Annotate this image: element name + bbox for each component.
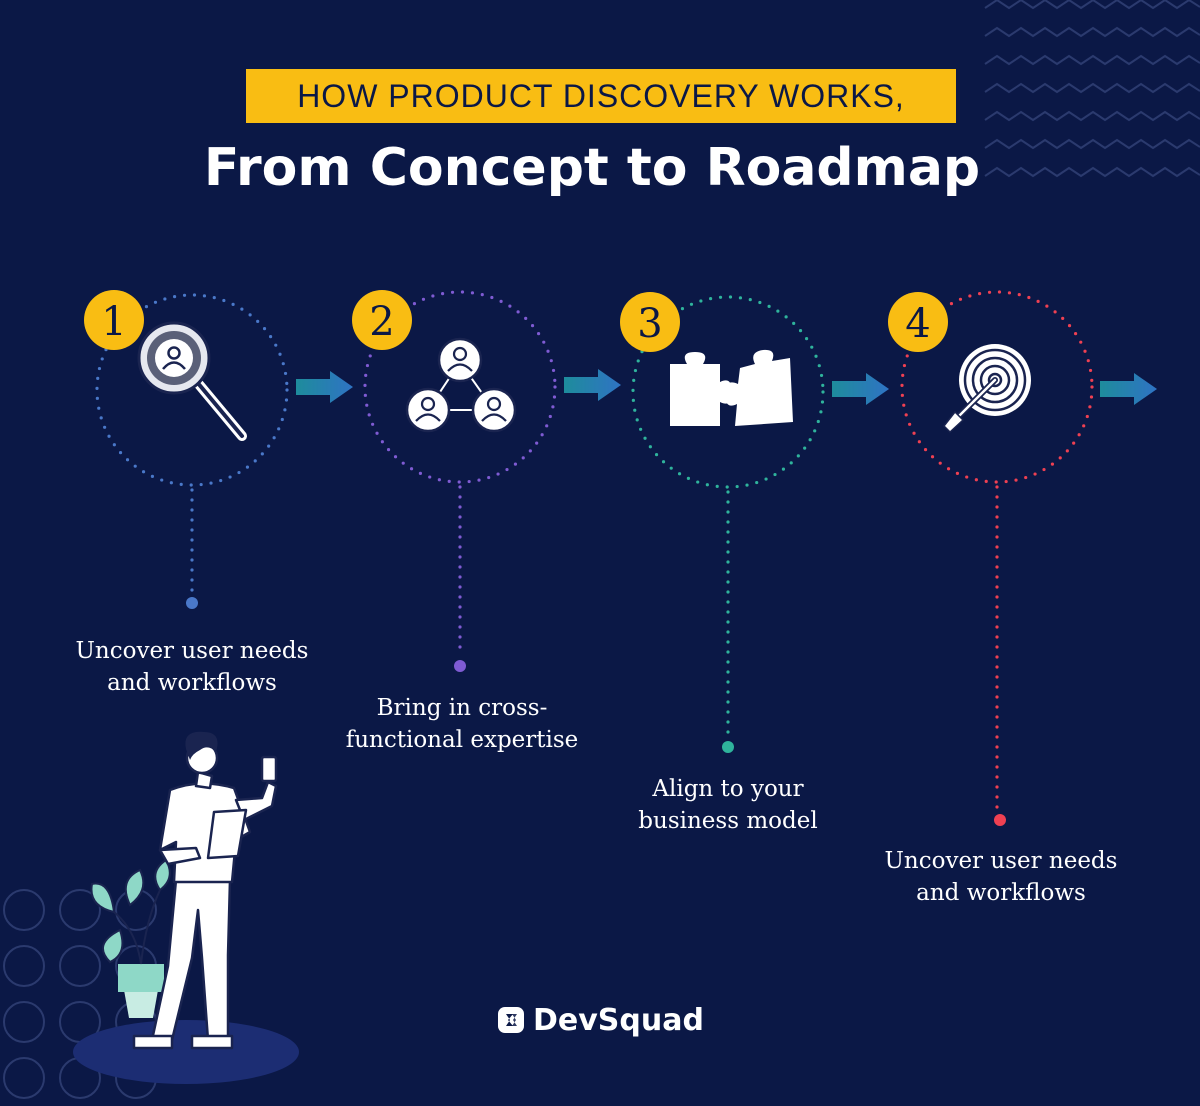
step-4-dotted-ring	[900, 290, 1094, 484]
badge-1	[84, 290, 144, 350]
step-4-label: Uncover user needs and workflows	[851, 845, 1151, 909]
step-1-label: Uncover user needs and workflows	[42, 635, 342, 699]
badge-4-number: 4	[905, 301, 930, 347]
team-network-icon	[405, 337, 517, 433]
page-title: From Concept to Roadmap	[203, 138, 981, 198]
arrow-2-icon	[564, 369, 621, 401]
step-1-label-line1: Uncover user needs	[75, 638, 309, 664]
person-hair	[185, 731, 218, 760]
step-2-endpoint	[454, 660, 466, 672]
step-3-label: Align to your business model	[578, 773, 878, 837]
badge-4	[888, 292, 948, 352]
person-illustration	[73, 731, 299, 1084]
step-2-label: Bring in cross- functional expertise	[312, 692, 612, 756]
person-figure	[132, 741, 278, 1050]
step-3-endpoint	[722, 741, 734, 753]
magnifier-user-icon	[137, 321, 247, 441]
step-4-graphic	[900, 290, 1094, 826]
step-1-dotted-ring	[95, 293, 289, 487]
brand-name: DevSquad	[533, 1002, 704, 1038]
zigzag-pattern	[984, 0, 1200, 178]
header-kicker: HOW PRODUCT DISCOVERY WORKS,	[246, 69, 956, 123]
step-3-label-line2: business model	[638, 808, 818, 834]
target-arrow-icon	[942, 344, 1031, 434]
step-2-graphic	[363, 290, 557, 672]
arrow-4-icon	[1100, 373, 1157, 405]
badge-3	[620, 292, 680, 352]
arrow-1-icon	[296, 371, 353, 403]
step-4-endpoint	[994, 814, 1006, 826]
step-2-label-line2: functional expertise	[345, 727, 579, 753]
brand-logo: DevSquad	[497, 1000, 704, 1040]
step-1-graphic	[95, 293, 289, 609]
plant-illustration	[90, 858, 171, 1018]
number-badges: 1 2 3 4	[84, 290, 948, 352]
badge-3-number: 3	[637, 301, 662, 347]
step-3-graphic	[631, 295, 825, 753]
step-4-label-line1: Uncover user needs	[884, 848, 1118, 874]
devsquad-logo-icon	[498, 1007, 524, 1033]
badge-1-number: 1	[101, 299, 126, 345]
floor-shadow	[73, 1020, 299, 1084]
step-2-dotted-ring	[363, 290, 557, 484]
step-2-label-line1: Bring in cross-	[376, 695, 548, 721]
step-4-label-line2: and workflows	[916, 880, 1086, 906]
flow-arrows	[296, 369, 1157, 405]
step-1-endpoint	[186, 597, 198, 609]
puzzle-pieces-icon	[670, 349, 793, 426]
step-3-label-line1: Align to your	[652, 776, 804, 802]
arrow-3-icon	[832, 373, 889, 405]
step-1-label-line2: and workflows	[107, 670, 277, 696]
badge-2	[352, 290, 412, 350]
badge-2-number: 2	[369, 299, 394, 345]
step-3-dotted-ring	[631, 295, 825, 489]
